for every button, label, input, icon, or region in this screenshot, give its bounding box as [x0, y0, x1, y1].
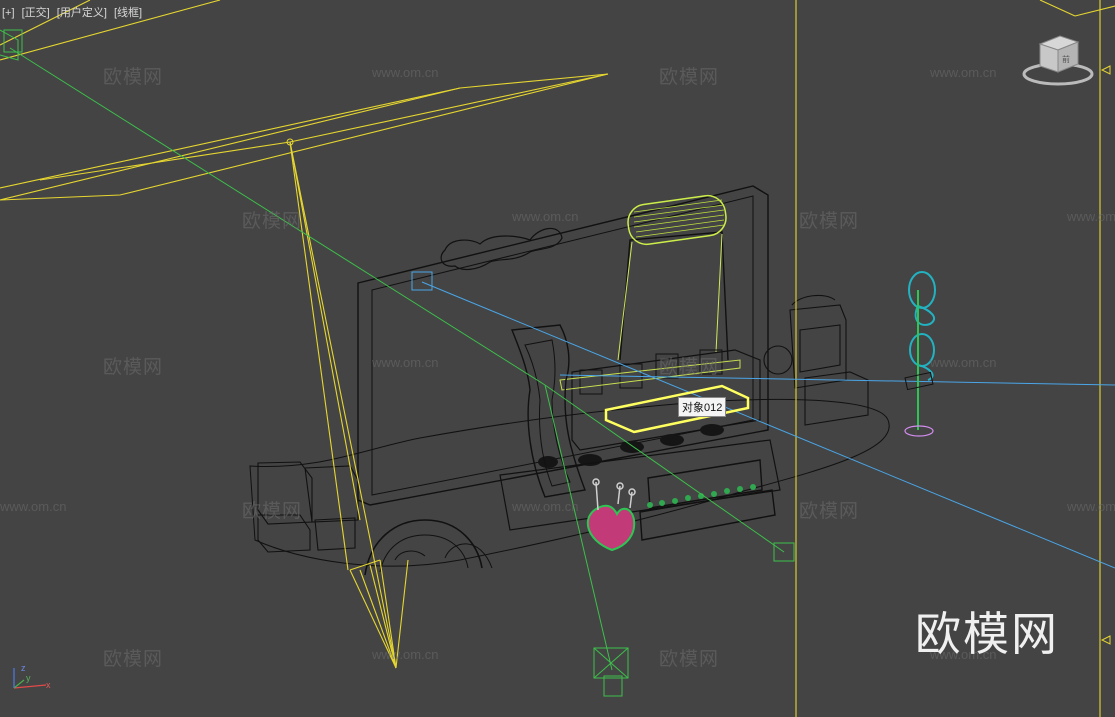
swing-rope-left [617, 241, 633, 361]
right-boxes [763, 294, 869, 426]
arch-inner-detail [394, 550, 426, 561]
swing-roll [627, 194, 727, 246]
viewport-label-bar: [+] [正交] [用户定义] [线框] [2, 4, 146, 20]
stage-base [499, 439, 781, 531]
logo-sign [639, 459, 776, 541]
logo-dots [647, 484, 756, 508]
selected-object [604, 384, 750, 434]
display-shelf [571, 349, 761, 451]
axis-y-label: y [26, 673, 31, 683]
viewport-shading-button[interactable]: [用户定义] [56, 7, 107, 19]
display-shelf-green [559, 359, 741, 391]
heart-flowers [592, 478, 636, 511]
axis-z-label: z [21, 663, 26, 673]
green-marker [3, 29, 23, 53]
left-boxes [257, 461, 359, 553]
axis-x-label: x [46, 680, 51, 690]
heart-sign [586, 504, 636, 552]
arch-small [444, 543, 493, 569]
back-panel-inner [371, 195, 754, 496]
camera-target [286, 138, 294, 146]
door-sculpture-inner [524, 339, 571, 487]
swing-rope-right [715, 233, 723, 353]
ground-plane [249, 398, 890, 567]
viewcube[interactable]: 前 [1022, 30, 1094, 92]
light-lines [411, 271, 1115, 569]
decoration-base [904, 425, 934, 437]
hanging-decoration [908, 271, 936, 381]
door-sculpture [511, 324, 586, 498]
swing-frame [619, 231, 729, 361]
arch [364, 519, 483, 576]
viewcube-face-label: 前 [1062, 54, 1070, 64]
cloud-sign [440, 227, 563, 271]
arch-inner [379, 534, 469, 573]
viewcube-side-face [1057, 41, 1079, 73]
viewport-view-button[interactable]: [正交] [21, 7, 50, 19]
object-name-tooltip: 对象012 [678, 397, 727, 417]
green-camera-lines [0, 29, 795, 697]
decoration-tag [904, 371, 934, 391]
viewport-arrows [1100, 65, 1111, 645]
shoe-boxes [579, 349, 723, 395]
viewport-menu-button[interactable]: [+] [2, 7, 15, 19]
axis-tripod [13, 668, 47, 689]
swing-roll-lines [633, 199, 725, 238]
viewport-display-mode-button[interactable]: [线框] [113, 7, 143, 19]
